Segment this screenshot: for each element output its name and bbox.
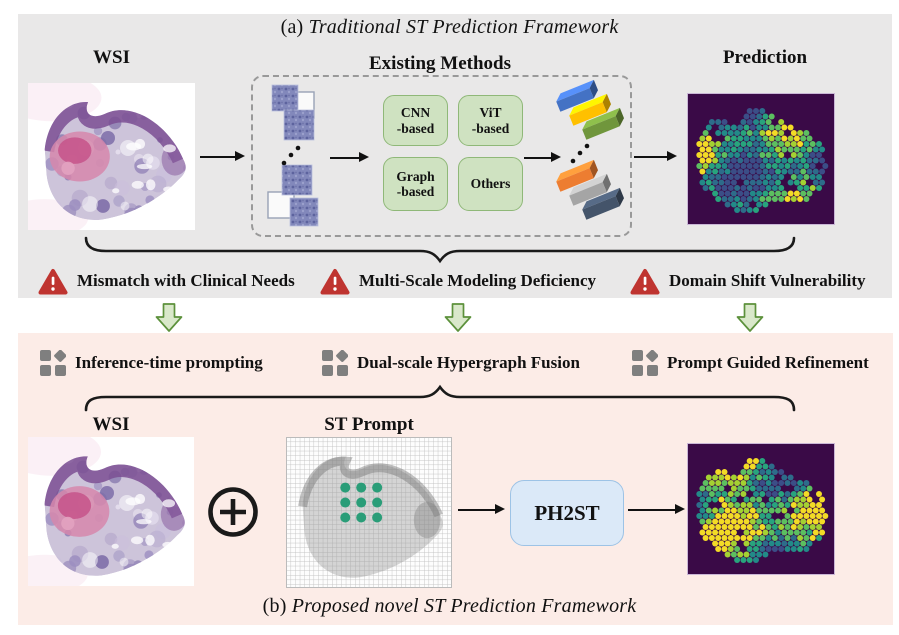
caption-a-text: Traditional ST Prediction Framework <box>308 16 619 38</box>
existing-methods-heading: Existing Methods <box>369 53 511 74</box>
warning-icon <box>38 268 68 294</box>
issue-label: Mismatch with Clinical Needs <box>77 271 295 290</box>
method-graph-line2: -based <box>396 184 435 199</box>
down-arrow-icon <box>736 303 764 332</box>
down-arrow-icon <box>155 303 183 332</box>
method-box-graph: Graph -based <box>383 157 448 211</box>
issue-label: Multi-Scale Modeling Deficiency <box>359 271 597 290</box>
method-graph-line1: Graph <box>396 168 435 184</box>
feature-item-3: Prompt Guided Refinement <box>632 350 869 376</box>
feature-label: Inference-time prompting <box>75 353 263 372</box>
wsi-heading-a: WSI <box>93 47 130 68</box>
method-box-cnn: CNN -based <box>383 95 448 146</box>
method-others-line1: Others <box>470 176 511 192</box>
ph2st-model-box: PH2ST <box>510 480 624 546</box>
arrow-patches-to-models <box>330 151 369 164</box>
feature-item-1: Inference-time prompting <box>40 350 263 376</box>
caption-a-prefix: (a) <box>280 16 304 38</box>
modules-icon <box>40 350 66 376</box>
feature-label: Prompt Guided Refinement <box>667 353 869 372</box>
st-prompt-image <box>286 437 452 588</box>
arrow-models-to-features <box>524 151 561 164</box>
wsi-heading-b: WSI <box>92 414 130 435</box>
method-vit-line1: ViT <box>479 105 502 121</box>
method-cnn-line2: -based <box>396 120 435 136</box>
caption-b: (b) Proposed novel ST Prediction Framewo… <box>0 595 899 618</box>
modules-icon <box>322 350 348 376</box>
wsi-image-b <box>28 437 194 586</box>
issue-label: Domain Shift Vulnerability <box>669 271 866 290</box>
wsi-image-a <box>28 83 195 230</box>
method-box-others: Others <box>458 157 523 211</box>
prediction-image-a <box>687 93 835 225</box>
down-arrow-icon <box>444 303 472 332</box>
modules-icon <box>632 350 658 376</box>
warning-icon <box>630 268 660 294</box>
caption-b-prefix: (b) <box>262 595 287 617</box>
st-prompt-heading: ST Prompt <box>324 414 414 435</box>
prediction-image-b <box>687 443 835 575</box>
caption-a: (a) Traditional ST Prediction Framework <box>0 16 899 39</box>
issue-item-1: Mismatch with Clinical Needs <box>38 268 295 294</box>
warning-icon <box>320 268 350 294</box>
issue-item-3: Domain Shift Vulnerability <box>630 268 866 294</box>
caption-b-text: Proposed novel ST Prediction Framework <box>291 595 637 617</box>
method-vit-line2: -based <box>471 120 510 136</box>
arrow-model-to-prediction <box>628 503 685 516</box>
issue-item-2: Multi-Scale Modeling Deficiency <box>320 268 596 294</box>
arrow-methods-to-prediction <box>634 150 677 163</box>
existing-methods-box <box>251 75 632 237</box>
arrow-prompt-to-model <box>458 503 505 516</box>
feature-label: Dual-scale Hypergraph Fusion <box>357 353 580 372</box>
prediction-heading: Prediction <box>722 47 808 68</box>
arrow-wsi-to-methods <box>200 150 245 163</box>
feature-item-2: Dual-scale Hypergraph Fusion <box>322 350 580 376</box>
method-cnn-line1: CNN <box>400 105 431 121</box>
method-box-vit: ViT -based <box>458 95 523 146</box>
